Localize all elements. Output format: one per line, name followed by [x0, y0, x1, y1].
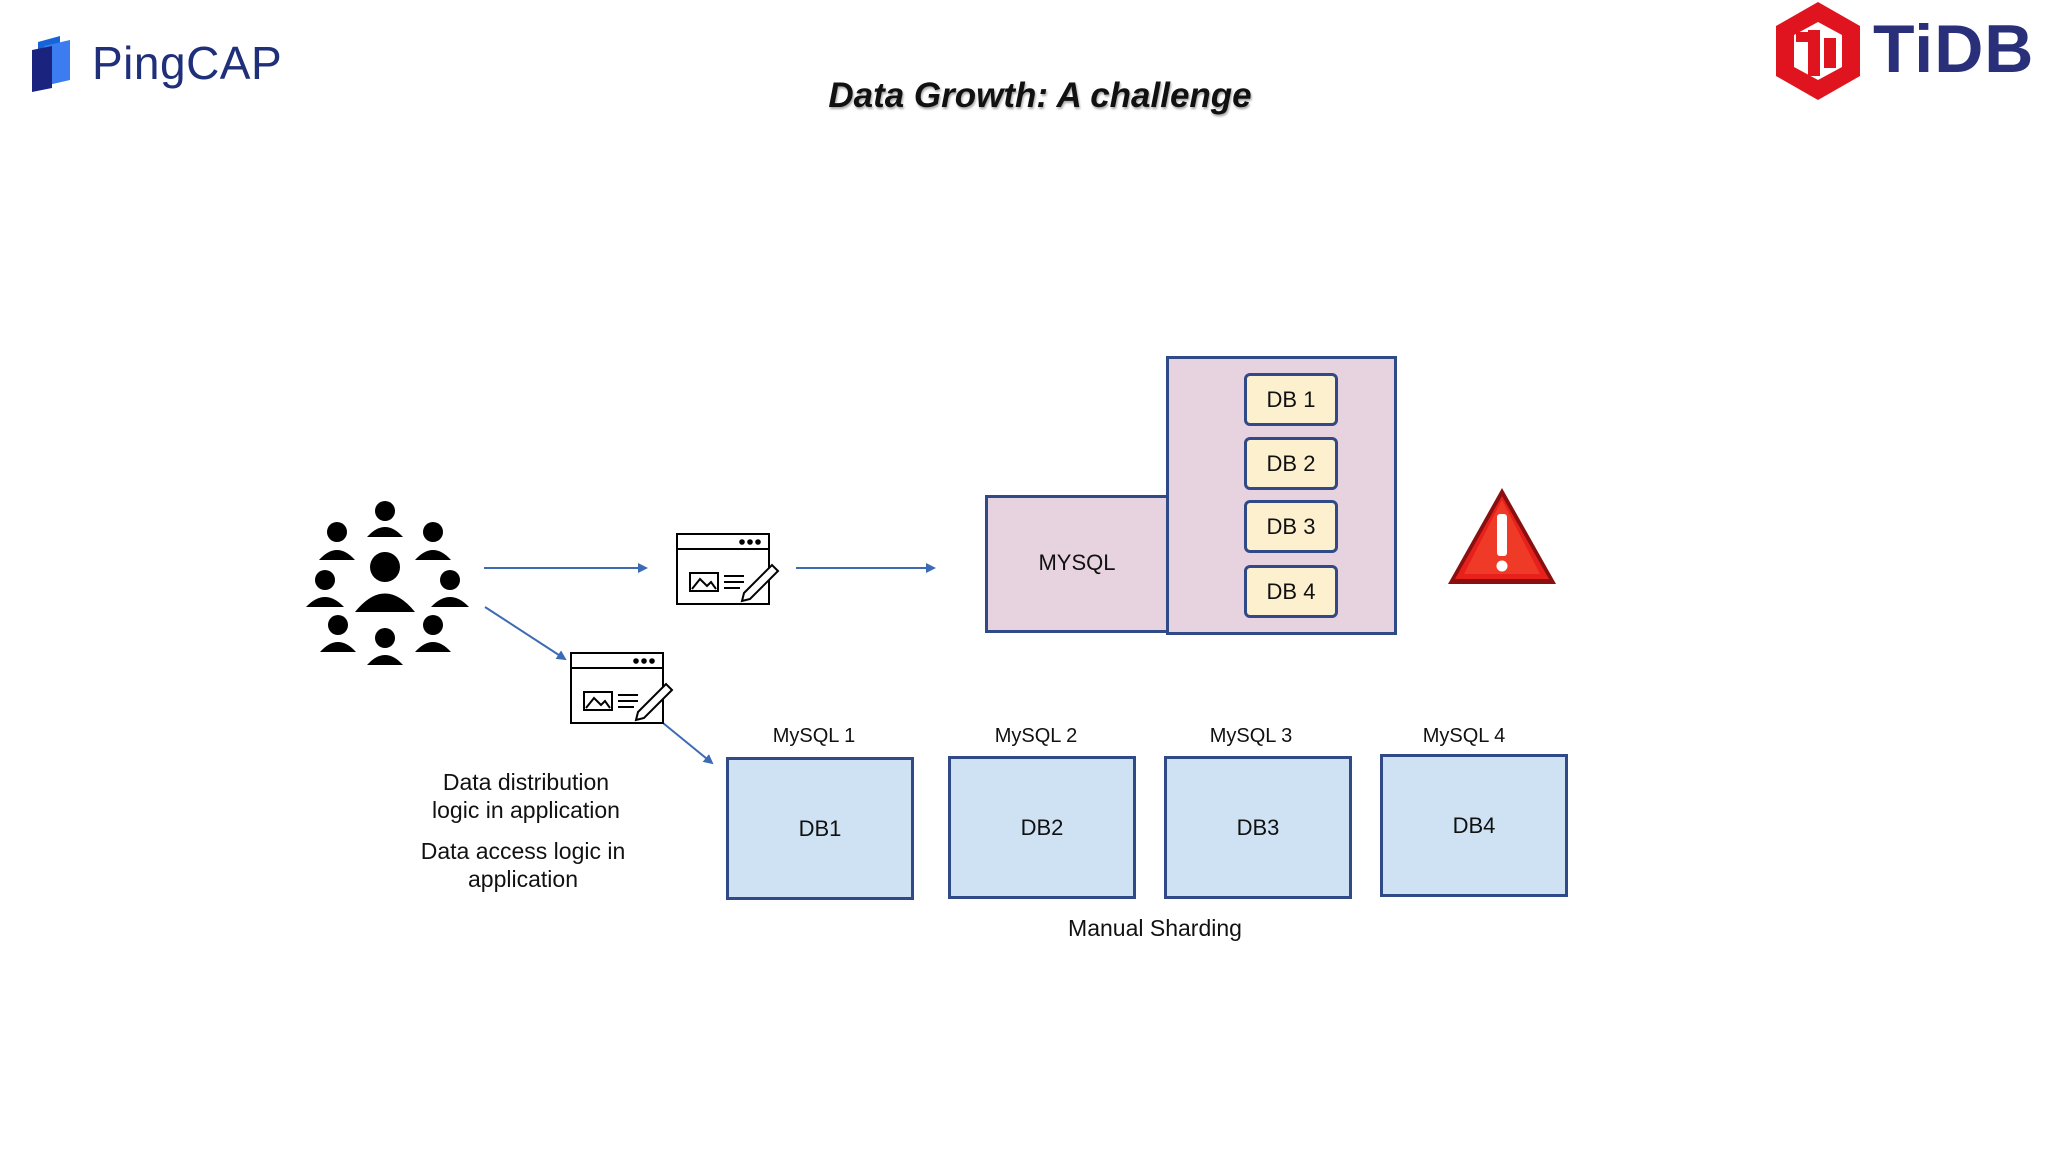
distribution-note-line: Data distribution	[442, 769, 610, 795]
db-4-box: DB 4	[1244, 565, 1338, 618]
db-2-box: DB 2	[1244, 437, 1338, 490]
shard-db-box: DB4	[1380, 754, 1568, 897]
slide-title: Data Growth: A challenge	[828, 76, 1252, 115]
shard-db-box: DB3	[1164, 756, 1352, 899]
shard-server-label: MySQL 3	[1209, 725, 1293, 747]
tidb-logo-icon	[1776, 2, 1860, 100]
pingcap-logo-text: PingCAP	[92, 37, 283, 89]
distribution-note: Data distribution logic in application	[376, 768, 676, 824]
app-window-icon	[570, 652, 674, 724]
people-group-icon	[306, 501, 469, 665]
pingcap-logo-icon	[32, 36, 70, 92]
shard-db-box: DB2	[948, 756, 1136, 899]
sharding-caption: Manual Sharding	[1068, 915, 1242, 941]
db-1-box: DB 1	[1244, 373, 1338, 426]
mysql-label: MYSQL	[1038, 550, 1116, 575]
shard-server-label: MySQL 2	[994, 725, 1078, 747]
db-3-box: DB 3	[1244, 500, 1338, 553]
mysql-server-box	[985, 495, 1169, 633]
shard-db-box: DB1	[726, 757, 914, 900]
shard-server-label: MySQL 1	[772, 725, 856, 747]
tidb-logo-text: TiDB	[1873, 11, 2035, 87]
access-note-line: application	[468, 866, 578, 892]
shard-server-label: MySQL 4	[1422, 725, 1506, 747]
access-note-line: Data access logic in	[420, 838, 626, 864]
access-note: Data access logic in application	[373, 837, 673, 893]
warning-icon	[1448, 488, 1556, 584]
app-window-icon	[676, 533, 780, 605]
distribution-note-line: logic in application	[432, 797, 620, 823]
